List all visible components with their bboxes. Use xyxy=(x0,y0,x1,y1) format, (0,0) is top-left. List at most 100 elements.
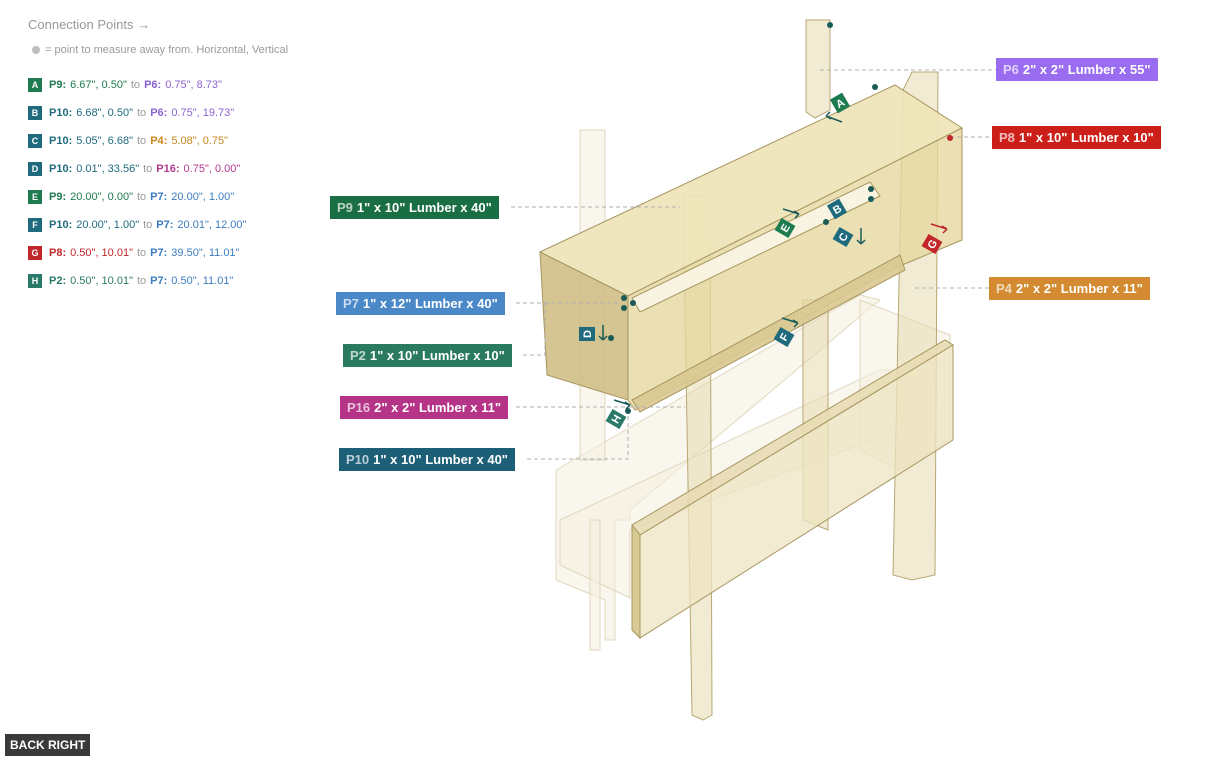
from-coords: 20.00", 1.00" xyxy=(76,219,140,231)
part-label: 1" x 10" Lumber x 10" xyxy=(369,348,505,363)
from-coords: 0.01", 33.56" xyxy=(76,163,140,175)
to-part: P7: xyxy=(150,247,168,259)
part-id: P9 xyxy=(337,200,353,215)
marker-c[interactable]: C xyxy=(832,226,854,248)
to-word: to xyxy=(143,219,153,231)
part-id: P10 xyxy=(346,452,370,467)
to-part: P7: xyxy=(150,275,168,287)
to-word: to xyxy=(136,191,147,203)
to-word: to xyxy=(136,275,147,287)
connection-points-legend: = point to measure away from. Horizontal… xyxy=(28,42,328,58)
marker-h[interactable]: H xyxy=(605,408,627,430)
to-word: to xyxy=(136,247,147,259)
from-part: P2: xyxy=(49,275,67,287)
marker-d[interactable]: D xyxy=(579,327,595,341)
part-label: 1" x 12" Lumber x 40" xyxy=(362,296,498,311)
to-part: P6: xyxy=(150,107,168,119)
to-coords: 0.75", 8.73" xyxy=(165,79,222,91)
from-coords: 6.68", 0.50" xyxy=(76,107,133,119)
from-part: P9: xyxy=(49,191,67,203)
part-label: 2" x 2" Lumber x 11" xyxy=(1015,281,1143,296)
connection-letter-badge: C xyxy=(28,134,42,148)
connection-letter-badge: G xyxy=(28,246,42,260)
part-label: 2" x 2" Lumber x 55" xyxy=(1022,62,1151,77)
part-id: P6 xyxy=(1003,62,1019,77)
connection-points-panel: Connection Points → = point to measure a… xyxy=(28,16,328,295)
lower-front-board xyxy=(631,339,954,640)
to-coords: 0.75", 0.00" xyxy=(183,163,241,175)
marker-b[interactable]: B xyxy=(826,198,848,220)
from-part: P10: xyxy=(49,107,73,119)
to-word: to xyxy=(137,135,147,147)
to-part: P4: xyxy=(150,135,168,147)
upper-shelf-box xyxy=(538,84,964,413)
to-part: P6: xyxy=(144,79,162,91)
from-part: P9: xyxy=(49,79,67,91)
from-coords: 20.00", 0.00" xyxy=(70,191,133,203)
part-label: 1" x 10" Lumber x 10" xyxy=(1018,130,1154,145)
part-id: P16 xyxy=(347,400,371,415)
measure-points xyxy=(608,22,953,414)
from-part: P8: xyxy=(49,247,67,259)
marker-e[interactable]: E xyxy=(774,217,796,239)
to-word: to xyxy=(137,107,147,119)
part-label: 2" x 2" Lumber x 11" xyxy=(374,400,502,415)
to-part: P7: xyxy=(156,219,174,231)
to-coords: 20.00", 1.00" xyxy=(171,191,235,203)
legend-text: = point to measure away from. Horizontal… xyxy=(45,44,289,56)
connection-letter-badge: D xyxy=(28,162,42,176)
connection-letter-badge: B xyxy=(28,106,42,120)
to-coords: 39.50", 11.01" xyxy=(171,247,240,259)
view-angle-button[interactable]: BACK RIGHT xyxy=(5,734,91,756)
from-coords: 5.05", 6.68" xyxy=(76,135,133,147)
part-id: P8 xyxy=(999,130,1015,145)
connection-letter-badge: F xyxy=(28,218,42,232)
from-part: P10: xyxy=(49,135,73,147)
connection-letter-badge: A xyxy=(28,78,42,92)
connection-letter-badge: E xyxy=(28,190,42,204)
to-word: to xyxy=(143,163,153,175)
measure-point-dot-icon xyxy=(32,46,40,54)
marker-f[interactable]: F xyxy=(773,326,795,348)
to-part: P7: xyxy=(150,191,168,203)
to-coords: 0.50", 11.01" xyxy=(171,275,234,287)
from-part: P10: xyxy=(49,163,73,175)
part-id: P7 xyxy=(343,296,359,311)
to-word: to xyxy=(130,79,141,91)
connection-markers: A B C D E F G H xyxy=(579,92,948,430)
connection-letter-badge: H xyxy=(28,274,42,288)
to-coords: 5.08", 0.75" xyxy=(171,135,229,147)
marker-a[interactable]: A xyxy=(829,92,851,114)
connection-points-title[interactable]: Connection Points → xyxy=(28,17,151,32)
from-part: P10: xyxy=(49,219,73,231)
to-coords: 0.75", 19.73" xyxy=(171,107,235,119)
marker-g[interactable]: G xyxy=(921,233,943,255)
from-coords: 0.50", 10.01" xyxy=(70,247,133,259)
part-label: 1" x 10" Lumber x 40" xyxy=(373,452,508,467)
part-id: P4 xyxy=(996,281,1012,296)
to-part: P16: xyxy=(156,163,180,175)
callout-leader-lines xyxy=(511,69,996,460)
from-coords: 6.67", 0.50" xyxy=(70,79,127,91)
part-label: 1" x 10" Lumber x 40" xyxy=(356,200,492,215)
svg-text:D: D xyxy=(582,330,594,338)
from-coords: 0.50", 10.01" xyxy=(70,275,133,287)
to-coords: 20.01", 12.00" xyxy=(177,219,247,231)
